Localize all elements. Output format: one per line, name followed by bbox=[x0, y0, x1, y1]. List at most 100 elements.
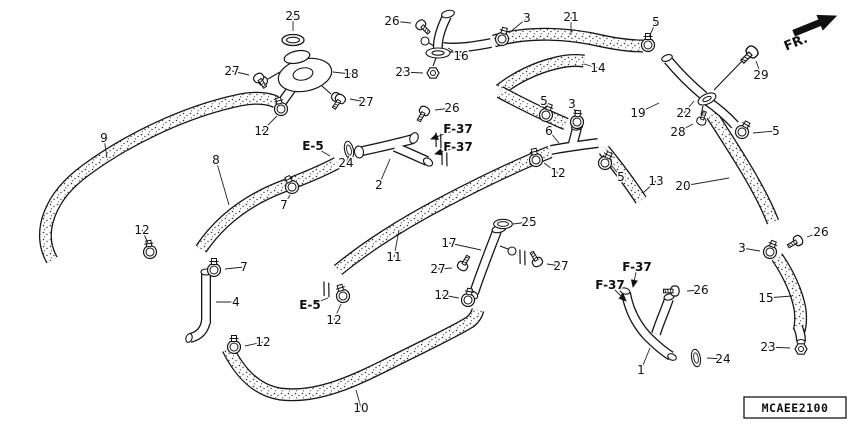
hose-9 bbox=[45, 98, 276, 260]
leader-line bbox=[434, 107, 453, 111]
bolt-26 bbox=[413, 104, 432, 124]
leader-line bbox=[752, 130, 777, 134]
leader-line bbox=[609, 284, 627, 302]
callout-21: 21 bbox=[563, 10, 578, 24]
leader-line bbox=[312, 145, 331, 157]
bolt-28 bbox=[695, 109, 710, 127]
leader-line bbox=[402, 71, 424, 74]
hose-8 bbox=[201, 163, 337, 249]
leader-line bbox=[378, 158, 391, 186]
callout-F-37: F-37 bbox=[443, 140, 473, 154]
leader-line bbox=[283, 194, 291, 206]
callout-10: 10 bbox=[353, 401, 368, 415]
leader-line bbox=[437, 267, 453, 270]
callout-3: 3 bbox=[523, 11, 531, 25]
clamp-5 bbox=[640, 32, 656, 53]
leader-line bbox=[434, 146, 459, 156]
callout-3: 3 bbox=[738, 241, 746, 255]
hose-21 bbox=[494, 34, 643, 46]
callout-15: 15 bbox=[758, 291, 773, 305]
leader-line bbox=[543, 162, 559, 174]
callout-26: 26 bbox=[384, 14, 399, 28]
callout-12: 12 bbox=[255, 335, 270, 349]
callout-27: 27 bbox=[358, 95, 373, 109]
part-17-joint-pipe bbox=[474, 231, 497, 293]
fr-arrow-icon bbox=[792, 14, 838, 37]
leader-line bbox=[755, 60, 762, 76]
leader-line bbox=[706, 357, 724, 360]
leader-line bbox=[767, 346, 791, 349]
hose-14 bbox=[500, 60, 584, 90]
part-15-metal-end bbox=[798, 327, 801, 341]
part-2-joint-pipe bbox=[358, 139, 427, 161]
callout-27: 27 bbox=[224, 64, 239, 78]
leader-line bbox=[637, 102, 660, 114]
fr-label: FR. bbox=[782, 32, 810, 55]
leader-line bbox=[430, 128, 459, 140]
leader-line bbox=[683, 100, 695, 114]
leader-line bbox=[345, 155, 350, 164]
leader-line bbox=[611, 165, 622, 178]
leader-line bbox=[391, 20, 412, 24]
leader-line bbox=[224, 266, 245, 270]
callout-12: 12 bbox=[134, 223, 149, 237]
callout-12: 12 bbox=[434, 288, 449, 302]
callout-26: 26 bbox=[813, 225, 828, 239]
callout-25: 25 bbox=[521, 215, 536, 229]
callout-9: 9 bbox=[100, 131, 108, 145]
leader-line bbox=[543, 100, 547, 110]
callout-20: 20 bbox=[675, 179, 690, 193]
callout-17: 17 bbox=[441, 236, 456, 250]
leader-line bbox=[512, 221, 530, 225]
nut-23 bbox=[426, 67, 440, 79]
leader-line bbox=[441, 294, 460, 299]
leader-line bbox=[447, 47, 462, 57]
drawing-code-frame bbox=[743, 396, 847, 419]
callout-25: 25 bbox=[285, 9, 300, 23]
part-4-pipe bbox=[190, 274, 206, 338]
callout-5: 5 bbox=[540, 94, 548, 108]
leader-line bbox=[349, 98, 367, 103]
leader-line bbox=[686, 289, 702, 292]
callout-18: 18 bbox=[343, 67, 358, 81]
callout-2: 2 bbox=[375, 178, 383, 192]
bolt-27 bbox=[526, 249, 545, 269]
leader-line bbox=[141, 229, 149, 244]
callout-27: 27 bbox=[553, 259, 568, 273]
callout-E-5: E-5 bbox=[299, 298, 321, 312]
nut-23 bbox=[794, 343, 808, 355]
clamp-3 bbox=[569, 109, 586, 130]
leader-line bbox=[630, 266, 638, 288]
drawing-code-box: MCAEE2100 bbox=[743, 396, 847, 419]
leader-line bbox=[583, 63, 599, 69]
leader-line bbox=[215, 159, 230, 206]
callout-3: 3 bbox=[568, 97, 576, 111]
hose-15 bbox=[777, 257, 801, 331]
leader-line bbox=[765, 295, 793, 299]
callout-6: 6 bbox=[545, 124, 553, 138]
leader-line bbox=[333, 303, 342, 321]
leader-line bbox=[231, 70, 250, 76]
callout-27: 27 bbox=[430, 262, 445, 276]
leader-line bbox=[393, 229, 400, 258]
leader-line bbox=[640, 347, 651, 371]
leader-line bbox=[332, 71, 352, 75]
oring-25 bbox=[281, 33, 305, 47]
leader-line bbox=[448, 242, 482, 251]
leader-line bbox=[309, 297, 329, 306]
hose-14-lower bbox=[500, 92, 566, 124]
drawing-code: MCAEE2100 bbox=[762, 401, 829, 415]
fr-direction-arrow: FR. bbox=[782, 14, 838, 55]
callout-26: 26 bbox=[693, 283, 708, 297]
oring-24 bbox=[689, 348, 703, 368]
callout-5: 5 bbox=[772, 124, 780, 138]
leader-line bbox=[741, 247, 761, 252]
oring-25 bbox=[493, 218, 513, 230]
pipe-cut-mark bbox=[319, 280, 334, 298]
connector-lines bbox=[428, 42, 747, 250]
callout-11: 11 bbox=[386, 250, 401, 264]
callout-5: 5 bbox=[652, 15, 660, 29]
callout-12: 12 bbox=[550, 166, 565, 180]
